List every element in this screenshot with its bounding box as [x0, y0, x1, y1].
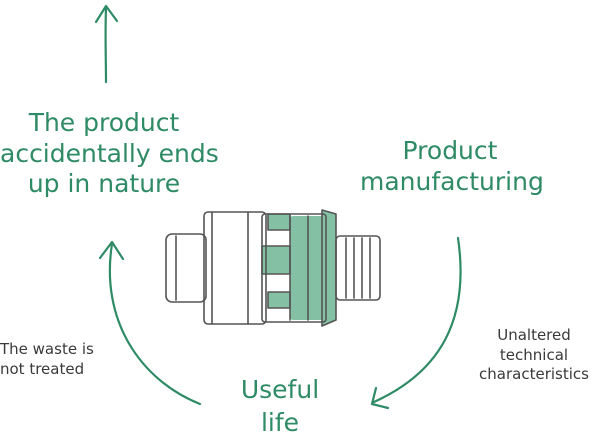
label-nature-line-3: up in nature — [27, 169, 181, 198]
label-manufacturing: Product manufacturing — [360, 136, 544, 197]
label-technical-characteristics: Unaltered technical characteristics — [474, 326, 594, 385]
arrow-up-icon — [94, 4, 119, 84]
product-sketch-icon — [165, 209, 381, 327]
label-useful-life-line-2: life — [260, 407, 300, 437]
label-nature: The product accidentally ends up in natu… — [0, 108, 219, 200]
label-technical-line-3: characteristics — [479, 365, 589, 383]
label-waste-line-1: The waste is — [0, 340, 94, 358]
label-nature-line-1: The product — [28, 108, 180, 137]
label-waste-line-2: not treated — [0, 359, 85, 378]
label-manufacturing-line-1: Product — [402, 136, 498, 165]
label-manufacturing-line-2: manufacturing — [360, 166, 544, 196]
arrow-curved-left-up-icon — [98, 240, 202, 406]
label-technical-line-2: technical — [499, 345, 569, 364]
label-waste-not-treated: The waste is not treated — [0, 340, 104, 379]
label-nature-line-2: accidentally ends — [0, 138, 219, 168]
arrow-curved-down-left-icon — [370, 236, 462, 410]
label-useful-life: Useful life — [235, 374, 325, 439]
label-technical-line-1: Unaltered — [497, 326, 571, 344]
label-useful-life-line-1: Useful — [240, 375, 320, 404]
